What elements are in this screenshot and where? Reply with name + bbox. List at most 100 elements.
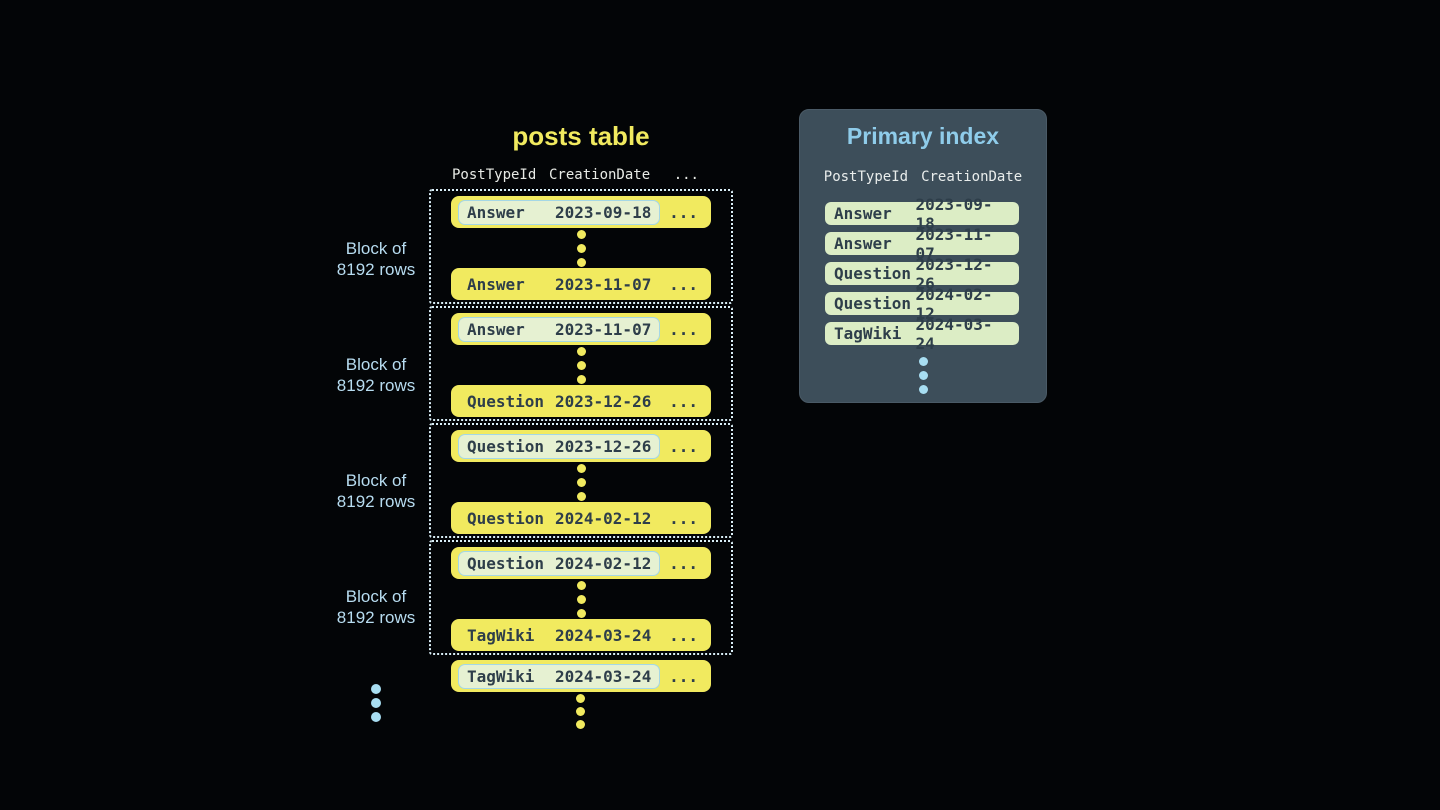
hidden-rows-dots bbox=[576, 580, 586, 618]
table-row: TagWiki 2024-03-24 ... bbox=[451, 619, 711, 651]
cell-posttypeid: Question bbox=[467, 436, 545, 456]
primary-index-panel: Primary index PostTypeId CreationDate An… bbox=[799, 109, 1047, 403]
cell-posttypeid: Question bbox=[467, 391, 545, 411]
block-label-2: Block of 8192 rows bbox=[316, 354, 436, 396]
table-row: Answer 2023-11-07 ... bbox=[451, 313, 711, 345]
row-block-4: Question 2024-02-12 ... TagWiki 2024-03-… bbox=[429, 540, 733, 655]
primary-index-title: Primary index bbox=[846, 123, 1000, 149]
cell-creationdate: 2023-12-26 bbox=[555, 391, 652, 411]
cell-creationdate: 2024-03-24 bbox=[555, 625, 652, 645]
cell-posttypeid: TagWiki bbox=[467, 666, 535, 686]
indexed-columns-highlight: Question 2023-12-26 bbox=[458, 433, 661, 459]
cell-creationdate: 2023-09-18 bbox=[915, 194, 993, 233]
block-label-1: Block of 8192 rows bbox=[316, 238, 436, 280]
dot-icon bbox=[576, 608, 586, 618]
cell-posttypeid: Answer bbox=[467, 202, 525, 222]
block-label-line1: Block of bbox=[345, 355, 407, 374]
row-block-2: Answer 2023-11-07 ... Question 2023-12-2… bbox=[429, 306, 733, 421]
row-ellipsis: ... bbox=[669, 319, 698, 339]
row-ellipsis: ... bbox=[669, 666, 698, 686]
dot-icon bbox=[918, 357, 928, 366]
table-row: Question 2024-02-12 ... bbox=[451, 547, 711, 579]
cell-posttypeid: Answer bbox=[834, 234, 892, 253]
dot-icon bbox=[576, 491, 586, 501]
table-row: Question 2023-12-26 ... bbox=[451, 385, 711, 417]
row-ellipsis: ... bbox=[669, 436, 698, 456]
cell-creationdate: 2023-12-26 bbox=[555, 436, 652, 456]
indexed-columns-highlight: Answer 2023-11-07 bbox=[458, 316, 661, 342]
dot-icon bbox=[576, 477, 586, 487]
cell-posttypeid: Question bbox=[467, 508, 545, 528]
more-blocks-dots bbox=[371, 684, 381, 722]
cell-creationdate: 2024-03-24 bbox=[915, 314, 993, 353]
cell-posttypeid: Question bbox=[467, 553, 545, 573]
cell-creationdate: 2023-12-26 bbox=[915, 254, 993, 293]
block-label-line1: Block of bbox=[345, 471, 407, 490]
column-header-creationdate: CreationDate bbox=[921, 169, 1023, 185]
table-row: Question 2024-02-12 ... bbox=[451, 502, 711, 534]
dot-icon bbox=[576, 243, 586, 253]
block-label-3: Block of 8192 rows bbox=[316, 470, 436, 512]
indexed-columns: TagWiki 2024-03-24 bbox=[458, 623, 660, 648]
indexed-columns-highlight: Answer 2023-09-18 bbox=[458, 199, 661, 225]
cell-creationdate: 2024-02-12 bbox=[915, 284, 993, 323]
primary-index-column-headers: PostTypeId CreationDate bbox=[800, 169, 1046, 185]
hidden-rows-dots bbox=[576, 463, 586, 501]
cell-creationdate: 2023-11-07 bbox=[555, 319, 652, 339]
dot-icon bbox=[576, 360, 586, 370]
row-ellipsis: ... bbox=[669, 391, 698, 411]
column-header-posttypeid: PostTypeId bbox=[823, 169, 909, 185]
cell-creationdate: 2024-03-24 bbox=[555, 666, 652, 686]
block-label-line2: 8192 rows bbox=[336, 608, 416, 627]
index-row: Question 2023-12-26 bbox=[825, 255, 1019, 293]
index-row: Answer 2023-11-07 bbox=[825, 225, 1019, 263]
cell-creationdate: 2023-09-18 bbox=[555, 202, 652, 222]
table-row: TagWiki 2024-03-24 ... bbox=[451, 660, 711, 692]
dot-icon bbox=[576, 720, 585, 729]
dot-icon bbox=[576, 594, 586, 604]
table-row: Answer 2023-09-18 ... bbox=[451, 196, 711, 228]
posts-table-title: posts table bbox=[512, 121, 650, 151]
index-row: TagWiki 2024-03-24 bbox=[825, 315, 1019, 353]
row-block-3: Question 2023-12-26 ... Question 2024-02… bbox=[429, 423, 733, 538]
cell-creationdate: 2024-02-12 bbox=[555, 553, 652, 573]
block-label-line1: Block of bbox=[345, 587, 407, 606]
indexed-columns: Question 2023-12-26 bbox=[458, 389, 660, 414]
table-row: Question 2023-12-26 ... bbox=[451, 430, 711, 462]
dot-icon bbox=[576, 229, 586, 239]
index-row: Answer 2023-09-18 bbox=[825, 195, 1019, 233]
cell-creationdate: 2024-02-12 bbox=[555, 508, 652, 528]
hidden-rows-dots bbox=[576, 229, 586, 267]
row-ellipsis: ... bbox=[669, 202, 698, 222]
dot-icon bbox=[576, 707, 585, 716]
block-label-line1: Block of bbox=[345, 239, 407, 258]
cell-posttypeid: Question bbox=[834, 294, 912, 313]
dot-icon bbox=[576, 257, 586, 267]
block-label-line2: 8192 rows bbox=[336, 492, 416, 511]
dot-icon bbox=[576, 346, 586, 356]
dot-icon bbox=[576, 694, 585, 703]
dot-icon bbox=[918, 385, 928, 394]
cell-posttypeid: Question bbox=[834, 264, 912, 283]
dot-icon bbox=[371, 684, 381, 694]
indexed-columns-highlight: Question 2024-02-12 bbox=[458, 550, 661, 576]
more-rows-dots bbox=[576, 694, 585, 729]
column-header-posttypeid: PostTypeId bbox=[452, 167, 537, 183]
row-ellipsis: ... bbox=[669, 553, 698, 573]
indexed-columns: Answer 2023-11-07 bbox=[458, 272, 660, 297]
block-label-line2: 8192 rows bbox=[336, 260, 416, 279]
dot-icon bbox=[371, 712, 381, 722]
block-label-4: Block of 8192 rows bbox=[316, 586, 436, 628]
column-header-creationdate: CreationDate bbox=[549, 167, 651, 183]
row-ellipsis: ... bbox=[669, 625, 698, 645]
row-block-1: Answer 2023-09-18 ... Answer 2023-11-07 … bbox=[429, 189, 733, 304]
row-ellipsis: ... bbox=[669, 274, 698, 294]
cell-posttypeid: Answer bbox=[834, 204, 892, 223]
cell-posttypeid: Answer bbox=[467, 319, 525, 339]
index-row: Question 2024-02-12 bbox=[825, 285, 1019, 323]
cell-creationdate: 2023-11-07 bbox=[555, 274, 652, 294]
block-label-line2: 8192 rows bbox=[336, 376, 416, 395]
indexed-columns-highlight: TagWiki 2024-03-24 bbox=[458, 663, 661, 689]
posts-table-column-headers: PostTypeId CreationDate ... bbox=[452, 167, 711, 183]
